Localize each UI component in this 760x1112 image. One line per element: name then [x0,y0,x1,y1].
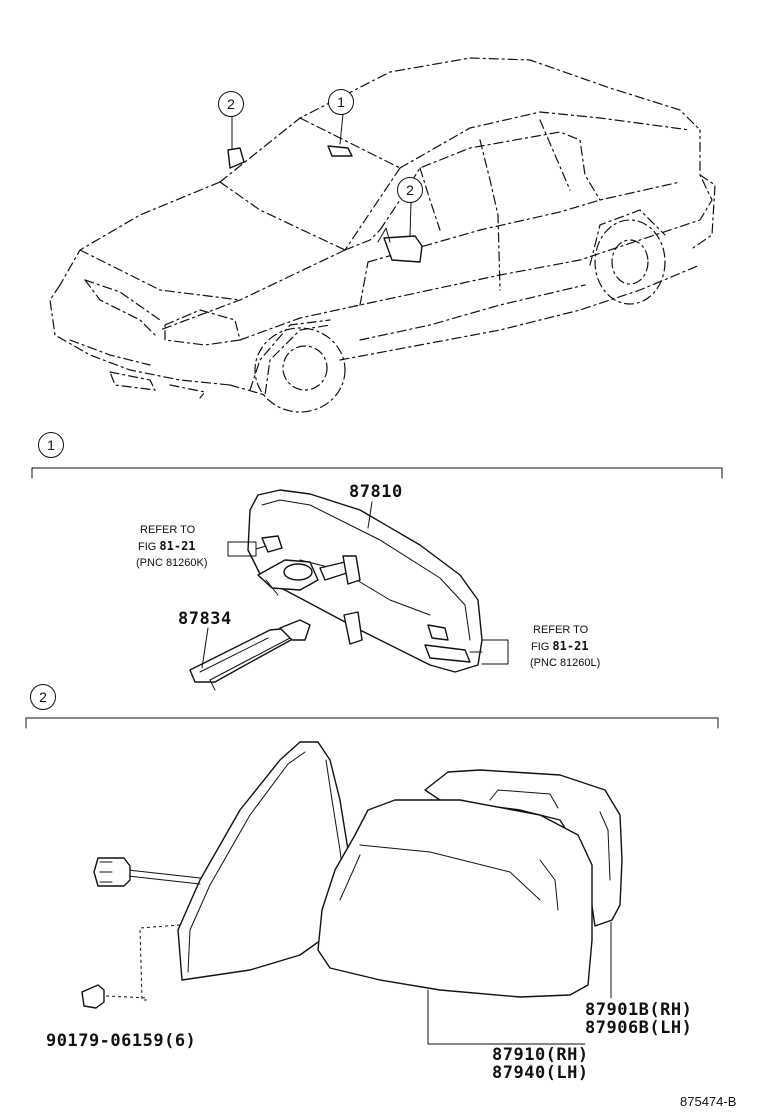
bracket-87834 [189,619,311,691]
figure-id: 875474-B [680,1094,737,1109]
ref-left-line2: FIG 81-21 [138,539,196,553]
section-1-marker: 1 [38,432,64,458]
ref-right-leader [469,639,509,665]
part-number-87940: 87940(LH) [492,1063,589,1083]
ref-right-line3: (PNC 81260L) [530,657,601,669]
section-1-frame [31,467,723,479]
ref-right-line1: REFER TO [533,624,589,636]
part-number-87901b: 87901B(RH) [585,1000,693,1020]
part-number-87834: 87834 [178,609,232,629]
section-2-marker: 2 [30,684,56,710]
car-illustration [49,57,716,413]
part-number-87906b: 87906B(LH) [585,1018,693,1038]
ref-right-line2: FIG 81-21 [531,639,589,653]
ref-left-line1: REFER TO [140,524,196,536]
callout-car-2-right: 2 [397,177,423,203]
part-number-90179-06159: 90179-06159(6) [46,1031,197,1051]
ref-left-line3: (PNC 81260K) [136,557,208,569]
section-2-frame [25,717,719,729]
part-number-87910: 87910(RH) [492,1045,589,1065]
inner-mirror-87810 [247,489,483,673]
outside-mirror-assembly [81,741,623,1045]
ref-left-leader [227,541,267,557]
callout-car-1: 1 [328,89,354,115]
callout-car-2-left: 2 [218,91,244,117]
part-number-87810: 87810 [349,482,403,502]
